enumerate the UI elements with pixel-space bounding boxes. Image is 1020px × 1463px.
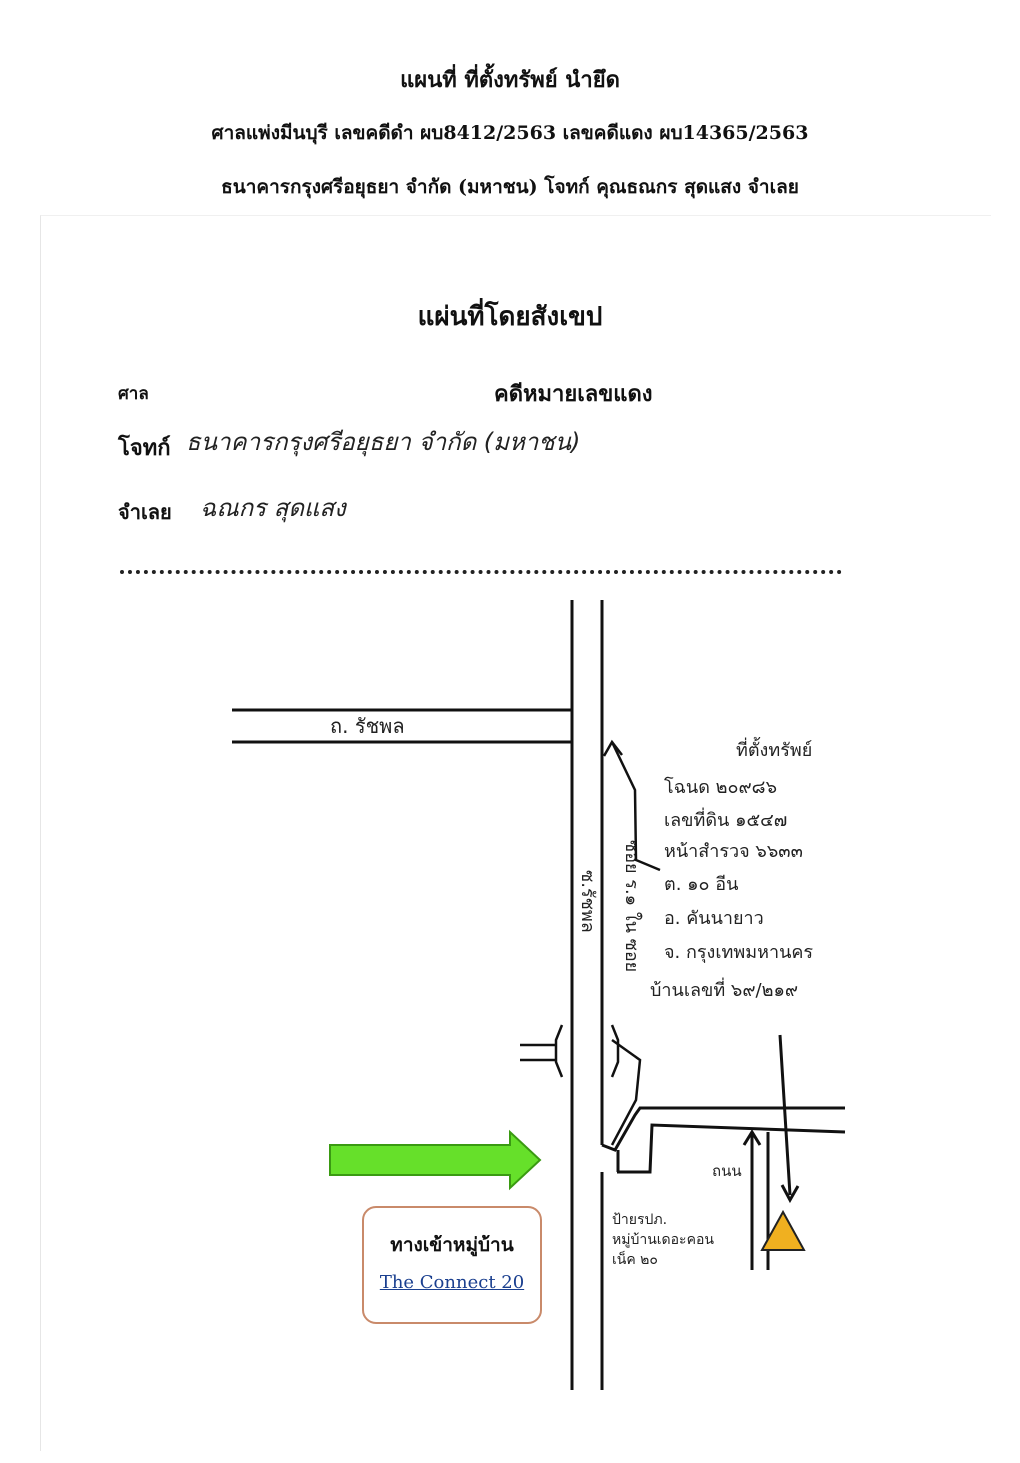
pointer-arrow [602, 739, 661, 872]
defendant-label: จำเลย [118, 500, 172, 524]
parties-line: ธนาคารกรุงศรีอยุธยา จำกัด (มหาชน) โจทก์ … [221, 176, 799, 198]
property-line: ต. ๑๐ อีน [664, 874, 738, 895]
property-line: บ้านเลขที่ ๖๙/๒๑๙ [650, 977, 798, 1001]
entrance-note-title: ทางเข้าหมู่บ้าน [390, 1234, 514, 1256]
entrance-note: ทางเข้าหมู่บ้าน The Connect 20 [362, 1206, 542, 1324]
side-road [601, 1038, 846, 1174]
soi-side-label: ซอย ร.๑ ใน ซอย [621, 840, 643, 972]
property-lane [742, 1034, 800, 1270]
main-road [570, 600, 604, 1390]
header-title: แผนที่ ที่ตั้งทรัพย์ นำยึด [400, 67, 620, 93]
case-label: คดีหมายเลขแดง [494, 381, 653, 407]
road-label: ถ. รัชพล [330, 714, 405, 738]
property-line: โฉนด ๒๐๙๘๖ [664, 776, 777, 798]
property-heading: ที่ตั้งทรัพย์ [736, 737, 812, 761]
court-label: ศาล [118, 384, 149, 404]
defendant-value: ฉณกร สุดแสง [200, 494, 346, 522]
case-numbers: ศาลแพ่งมีนบุรี เลขคดีดำ ผบ8412/2563 เลขค… [211, 122, 809, 144]
bridge-symbol [520, 1024, 620, 1078]
entrance-arrow-icon [329, 1129, 542, 1191]
divider-line [120, 570, 842, 574]
sketch-sheet [40, 215, 991, 1451]
landmark-label: ป้ายรปภ. หมู่บ้านเดอะคอน เน็ค ๒๐ [612, 1212, 714, 1268]
property-marker-icon [760, 1209, 806, 1251]
plaintiff-label: โจทก์ [118, 435, 171, 461]
sketch-title: แผ่นที่โดยสังเขป [417, 302, 603, 332]
property-line: หน้าสำรวจ ๖๖๓๓ [664, 841, 803, 862]
soi-label: ซ.รัชพล [577, 870, 598, 933]
property-line: เลขที่ดิน ๑๕๔๗ [664, 807, 787, 831]
property-line: จ. กรุงเทพมหานคร [664, 942, 813, 963]
plaintiff-value: ธนาคารกรุงศรีอยุธยา จำกัด (มหาชน) [186, 428, 581, 456]
property-details: โฉนด ๒๐๙๘๖ เลขที่ดิน ๑๕๔๗ หน้าสำรวจ ๖๖๓๓… [650, 776, 813, 1001]
side-road-label: ถนน [712, 1162, 742, 1180]
ratchaphon-road [232, 708, 572, 744]
entrance-note-village: The Connect 20 [379, 1272, 525, 1293]
property-line: อ. คันนายาว [664, 908, 764, 929]
